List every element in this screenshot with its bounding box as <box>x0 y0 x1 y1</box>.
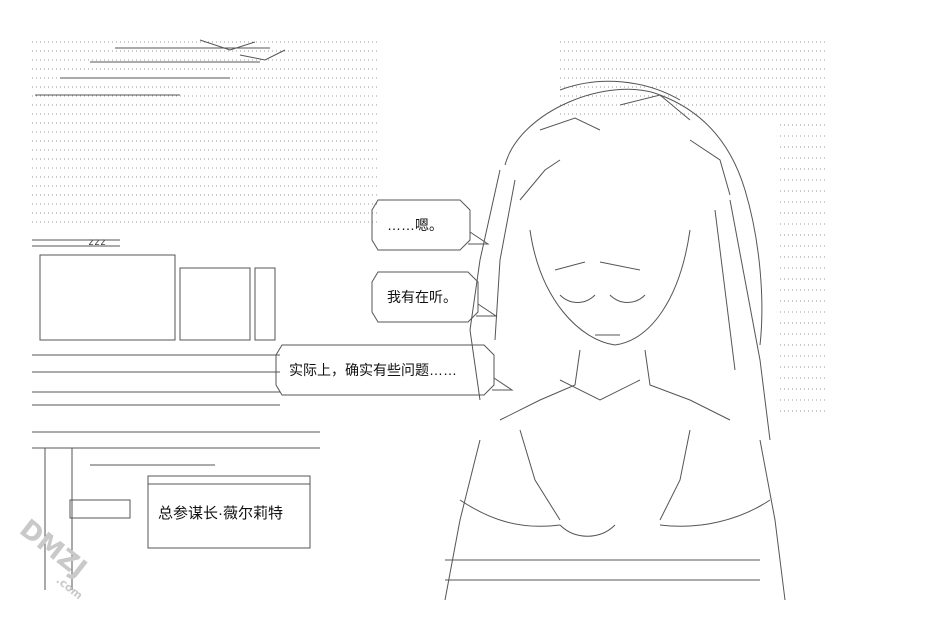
speech-bubble-1: ……嗯。 <box>371 199 490 251</box>
name-plate-label: 总参谋长·薇尔莉特 <box>158 505 283 522</box>
speech-bubble-1-text: ……嗯。 <box>387 217 443 233</box>
speed-lines <box>35 39 286 96</box>
name-plate: 总参谋长·薇尔莉特 <box>147 475 311 549</box>
speech-bubble-2: 我有在听。 <box>371 271 498 323</box>
character-figure <box>444 80 786 601</box>
watermark-text: DMZJ <box>14 514 92 584</box>
dotted-background <box>32 41 828 412</box>
site-watermark: DMZJ .com <box>14 514 92 602</box>
speech-bubble-2-text: 我有在听。 <box>387 289 457 305</box>
speech-bubble-3-text: 实际上，确实有些问题…… <box>289 362 457 378</box>
background-building <box>32 239 320 590</box>
speech-bubble-3: 实际上，确实有些问题…… <box>275 344 514 396</box>
sleep-sound-text: zzz <box>88 237 106 248</box>
